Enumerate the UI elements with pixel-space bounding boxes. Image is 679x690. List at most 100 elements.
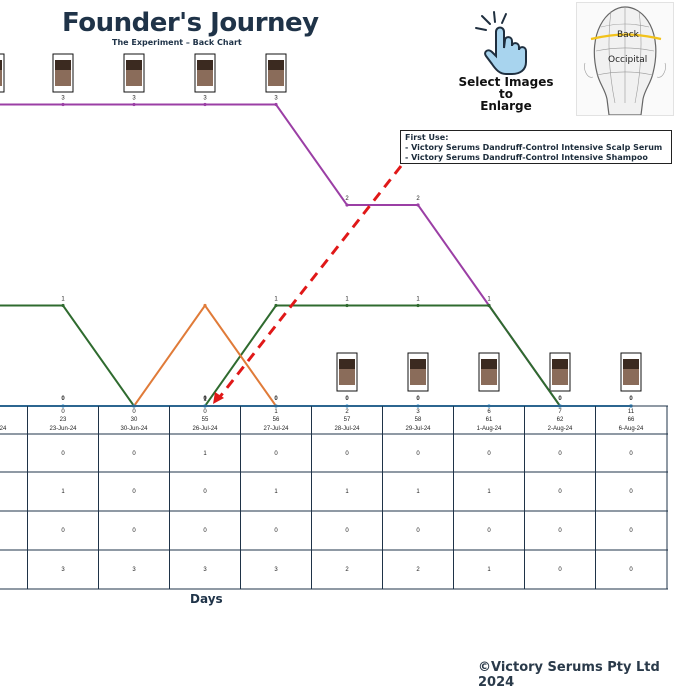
- table-cell-value: 0: [416, 451, 420, 457]
- date-label: 24: [0, 426, 7, 432]
- axis-value-label: 0: [203, 409, 207, 415]
- zero-point-label: 0: [274, 396, 278, 402]
- pointing-hand-icon[interactable]: [474, 10, 544, 76]
- day-number-label: 56: [273, 417, 280, 423]
- scalp-photo-thumbnail[interactable]: [0, 53, 5, 93]
- table-cell-value: 0: [558, 567, 562, 573]
- scalp-photo-thumbnail[interactable]: [549, 352, 571, 392]
- table-cell-value: 1: [203, 451, 207, 457]
- orange-series-line: [133, 303, 277, 407]
- table-cell-value: 3: [61, 567, 65, 573]
- day-number-label: 23: [60, 417, 67, 423]
- scalp-photo-thumbnail[interactable]: [336, 352, 358, 392]
- table-cell-value: 0: [203, 489, 207, 495]
- table-cell-value: 1: [487, 567, 491, 573]
- scalp-photo-thumbnail[interactable]: [407, 352, 429, 392]
- purple-series-point: [132, 102, 136, 107]
- purple-series-point: [274, 102, 278, 107]
- head-back-icon: [584, 6, 666, 116]
- select-images-hint: Select Images to Enlarge: [454, 76, 558, 112]
- axis-value-label: 0: [132, 409, 136, 415]
- scalp-photo-thumbnail[interactable]: [194, 53, 216, 93]
- scalp-photo-thumbnail[interactable]: [265, 53, 287, 93]
- purple-series-point: [203, 102, 207, 107]
- green-point-label: 1: [416, 297, 420, 303]
- table-cell-value: 1: [61, 489, 65, 495]
- table-cell-value: 0: [61, 451, 65, 457]
- zero-point-label: 0: [558, 396, 562, 402]
- date-label: 27-Jul-24: [263, 426, 289, 432]
- table-cell-value: 3: [132, 567, 136, 573]
- date-label: 29-Jul-24: [405, 426, 431, 432]
- table-cell-value: 3: [274, 567, 278, 573]
- purple-point-label: 2: [416, 196, 420, 202]
- date-label: 1-Aug-24: [477, 426, 502, 432]
- day-number-label: 57: [344, 417, 351, 423]
- purple-series-point: [345, 203, 349, 207]
- axis-value-label: 7: [558, 409, 562, 415]
- purple-point-label: 3: [274, 96, 278, 102]
- green-series-line: [0, 304, 631, 407]
- callout-line-serum: - Victory Serums Dandruff-Control Intens…: [405, 143, 663, 152]
- axis-value-label: 11: [628, 409, 635, 415]
- table-cell-value: 0: [558, 528, 562, 534]
- table-cell-value: 0: [345, 528, 349, 534]
- day-number-label: 66: [628, 417, 635, 423]
- table-cell-value: 1: [416, 489, 420, 495]
- day-number-label: 62: [557, 417, 564, 423]
- day-number-label: 61: [486, 417, 493, 423]
- table-cell-value: 3: [203, 567, 207, 573]
- table-cell-value: 0: [274, 528, 278, 534]
- date-label: 26-Jul-24: [192, 426, 218, 432]
- purple-point-label: 3: [203, 96, 207, 102]
- table-cell-value: 0: [416, 528, 420, 534]
- first-use-callout: First Use: - Victory Serums Dandruff-Con…: [400, 130, 672, 164]
- scalp-photo-thumbnail[interactable]: [620, 352, 642, 392]
- table-cell-value: 0: [487, 451, 491, 457]
- table-cell-value: 0: [345, 451, 349, 457]
- enlarge-line: Enlarge: [480, 99, 532, 113]
- green-series-point: [416, 303, 420, 308]
- purple-point-label: 2: [345, 196, 349, 202]
- day-number-label: 55: [202, 417, 209, 423]
- zero-point-label: 0: [203, 396, 207, 402]
- table-cell-value: 0: [629, 567, 633, 573]
- date-label: 30-Jun-24: [120, 426, 148, 432]
- green-point-label: 1: [487, 297, 491, 303]
- scalp-photo-thumbnail[interactable]: [478, 352, 500, 392]
- green-point-label: 1: [61, 297, 65, 303]
- scalp-photo-thumbnail[interactable]: [52, 53, 74, 93]
- axis-value-label: 6: [487, 409, 491, 415]
- day-number-label: 58: [415, 417, 422, 423]
- green-point-label: 1: [345, 297, 349, 303]
- days-axis-title: Days: [190, 592, 223, 606]
- green-point-label: 1: [274, 297, 278, 303]
- occipital-label: Occipital: [608, 55, 648, 65]
- date-label: 6-Aug-24: [619, 426, 644, 432]
- green-series-point: [487, 303, 491, 308]
- head-diagram: Back Occipital: [576, 2, 674, 116]
- select-images-line: Select Images: [458, 75, 554, 89]
- table-cell-value: 1: [345, 489, 349, 495]
- green-series-point: [274, 303, 278, 308]
- table-cell-value: 0: [132, 451, 136, 457]
- green-series-point: [345, 303, 349, 308]
- first-use-arrowhead: [213, 392, 224, 404]
- axis-value-label: 1: [274, 409, 278, 415]
- green-series-point: [61, 303, 65, 308]
- callout-heading: First Use:: [405, 133, 449, 142]
- axis-value-label: 3: [416, 409, 420, 415]
- orange-series-point: [203, 303, 207, 308]
- table-cell-value: 0: [558, 451, 562, 457]
- scalp-photo-thumbnail[interactable]: [123, 53, 145, 93]
- to-line: to: [499, 87, 513, 101]
- day-number-label: 30: [131, 417, 138, 423]
- copyright: ©Victory Serums Pty Ltd 2024: [478, 660, 660, 690]
- table-cell-value: 2: [416, 567, 420, 573]
- zero-point-label: 0: [345, 396, 349, 402]
- zero-point-label: 0: [629, 396, 633, 402]
- zero-point-label: 0: [61, 396, 65, 402]
- purple-series-point: [61, 102, 65, 107]
- table-cell-value: 0: [203, 528, 207, 534]
